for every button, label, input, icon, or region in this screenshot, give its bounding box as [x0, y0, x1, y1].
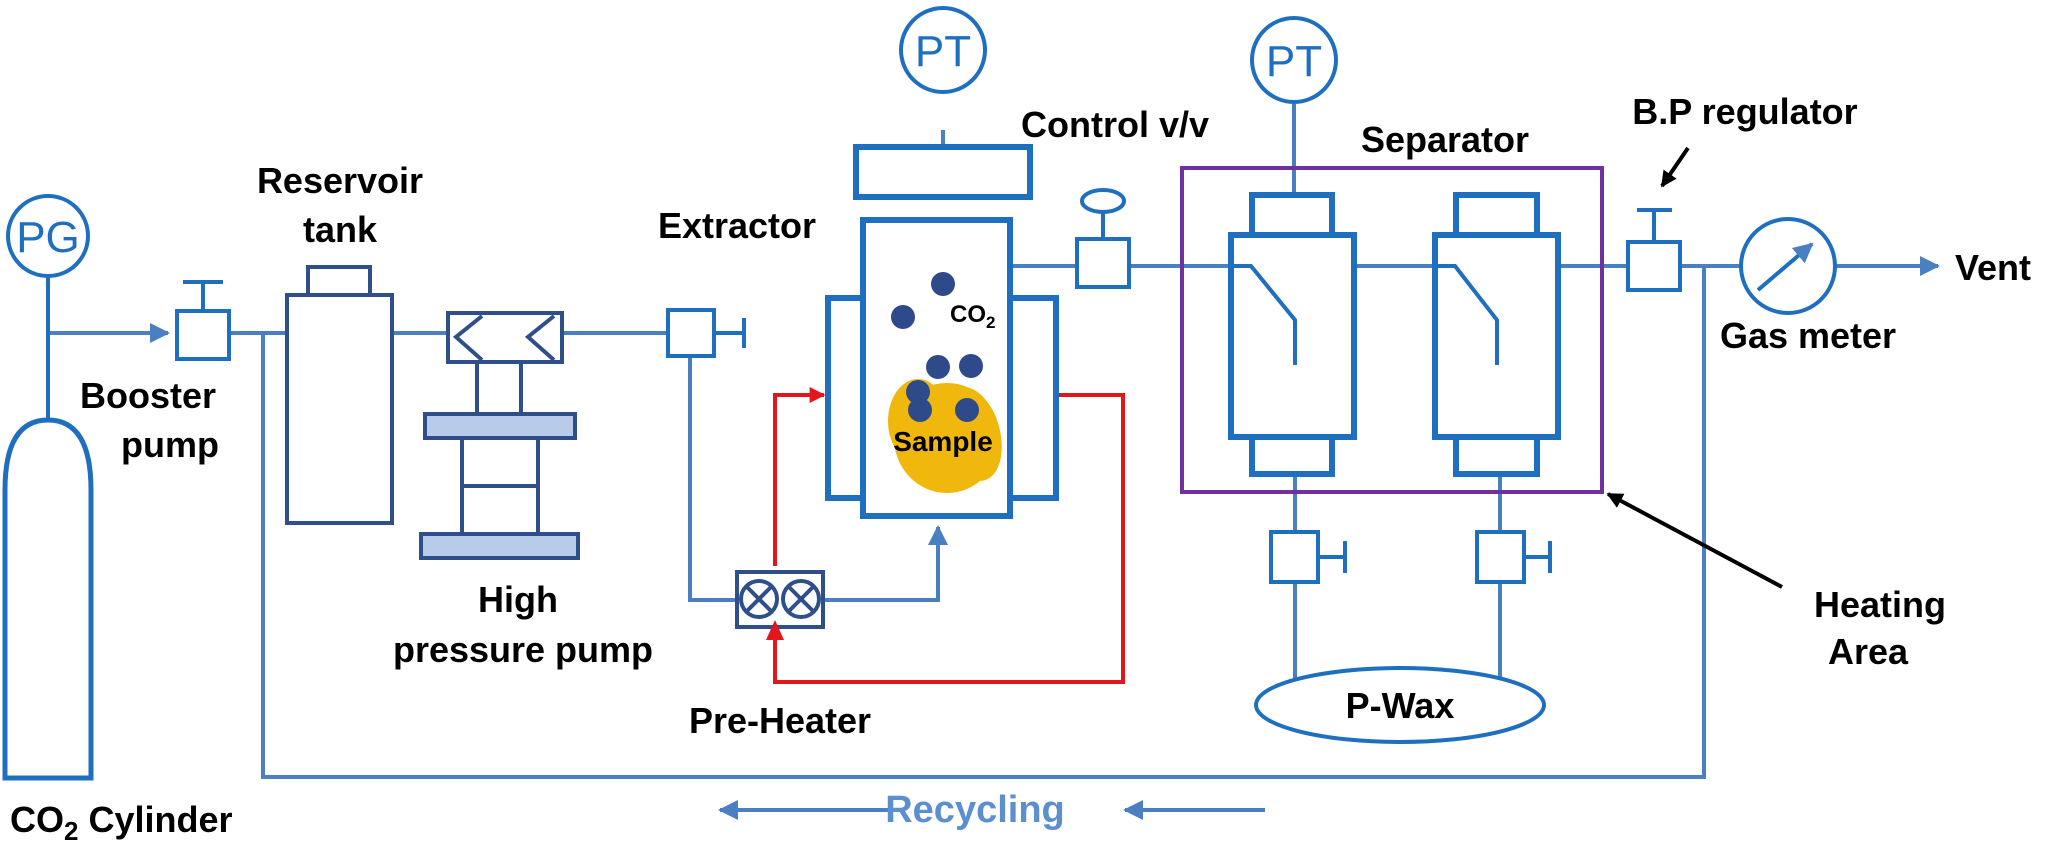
pre-heater [735, 570, 825, 629]
pre-heater-label: Pre-Heater [689, 700, 871, 741]
reservoir-label-2: tank [303, 209, 378, 250]
extractor-label: Extractor [658, 205, 816, 246]
heating-area-box [1180, 166, 1604, 494]
high-pressure-pump-label-1: High [478, 579, 558, 620]
co2-inside-label: CO2 [950, 301, 995, 332]
extractor-inlet-valve [666, 308, 746, 358]
separator-1 [1228, 192, 1357, 477]
bp-regulator-pointer [1660, 146, 1690, 188]
co2-molecule [931, 272, 955, 296]
bp-regulator-valve [1626, 208, 1682, 292]
separator-2 [1432, 192, 1561, 477]
pt-extractor-label: PT [915, 27, 971, 76]
co2-molecule [891, 305, 915, 329]
high-pressure-pump [419, 311, 580, 560]
pressure-transmitter-separator: PT [1250, 16, 1338, 104]
co2-molecule [926, 355, 950, 379]
pressure-gauge-pg: PG [6, 194, 90, 278]
co2-molecule [955, 398, 979, 422]
booster-pump-label-2: pump [121, 424, 219, 465]
bp-regulator-label: B.P regulator [1632, 91, 1857, 132]
separator-1-drain-valve [1269, 530, 1347, 584]
co2-cylinder-label: CO2 Cylinder [10, 799, 233, 843]
separator-label: Separator [1361, 119, 1529, 160]
vent-label: Vent [1955, 247, 2031, 288]
co2-cylinder [2, 276, 94, 781]
heating-area-label-2: Area [1828, 631, 1909, 672]
piping [50, 104, 1940, 779]
p-wax-label: P-Wax [1346, 685, 1455, 726]
p-wax-vessel [1254, 666, 1546, 744]
heating-area-label-1: Heating [1814, 584, 1946, 625]
heating-loop [773, 387, 1125, 684]
heat-arrow-up [766, 620, 784, 640]
pt-separator-label: PT [1266, 37, 1322, 86]
control-valve-label: Control v/v [1021, 104, 1209, 145]
reservoir-tank [285, 265, 394, 525]
pg-label: PG [16, 213, 80, 262]
extractor-vessel [825, 144, 1059, 519]
reservoir-label-1: Reservoir [257, 160, 423, 201]
recycling-label: Recycling [885, 789, 1065, 831]
high-pressure-pump-label-2: pressure pump [393, 629, 653, 670]
co2-molecule [906, 380, 930, 404]
heating-area-pointer [1606, 492, 1783, 589]
co2-molecule [908, 398, 932, 422]
separator-2-drain-valve [1475, 530, 1552, 584]
gas-meter-label: Gas meter [1720, 315, 1896, 356]
sample-label: Sample [893, 426, 993, 457]
control-valve [1075, 188, 1131, 289]
gas-meter [1739, 217, 1837, 315]
pressure-transmitter-extractor: PT [899, 6, 987, 94]
booster-pump-label-1: Booster [80, 375, 216, 416]
booster-pump-valve [175, 280, 231, 361]
co2-molecule [959, 354, 983, 378]
